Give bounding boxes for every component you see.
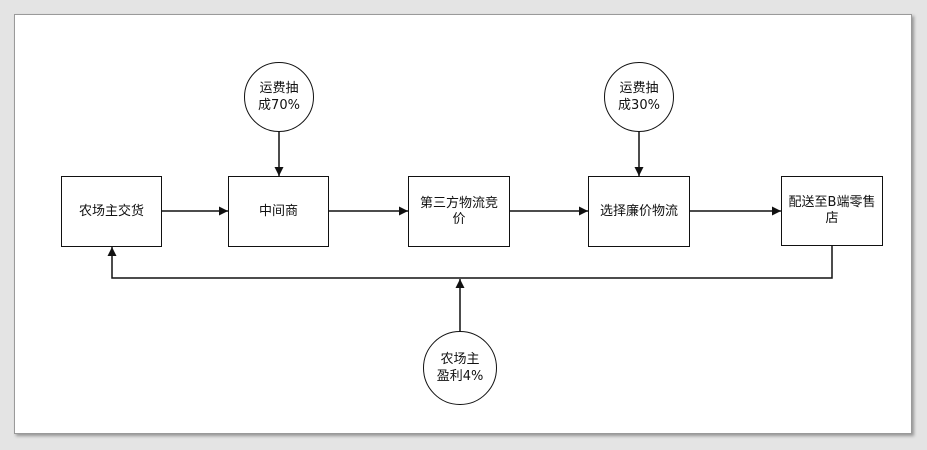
annotation-freight-30-line1: 运费抽 [619,81,659,96]
node-third-party-bidding: 第三方物流竞价 [408,176,510,247]
annotation-freight-70-line1: 运费抽 [259,81,299,96]
annotation-farmer-profit: 农场主 盈利4% [423,331,497,405]
annotation-freight-30-line2: 成30% [618,98,660,113]
node-middleman: 中间商 [228,176,329,247]
annotation-farmer-profit-line1: 农场主 [440,352,480,367]
node-deliver-to-retailer: 配送至B端零售店 [781,176,883,246]
node-choose-cheap-logistics: 选择廉价物流 [588,176,690,247]
annotation-freight-30: 运费抽 成30% [604,62,674,132]
annotation-farmer-profit-line2: 盈利4% [436,369,484,384]
annotation-freight-70-line2: 成70% [258,98,300,113]
node-farmer-delivery: 农场主交货 [61,176,162,247]
arrow-retailer-back-to-farmer [107,246,833,279]
annotation-freight-70: 运费抽 成70% [244,62,314,132]
